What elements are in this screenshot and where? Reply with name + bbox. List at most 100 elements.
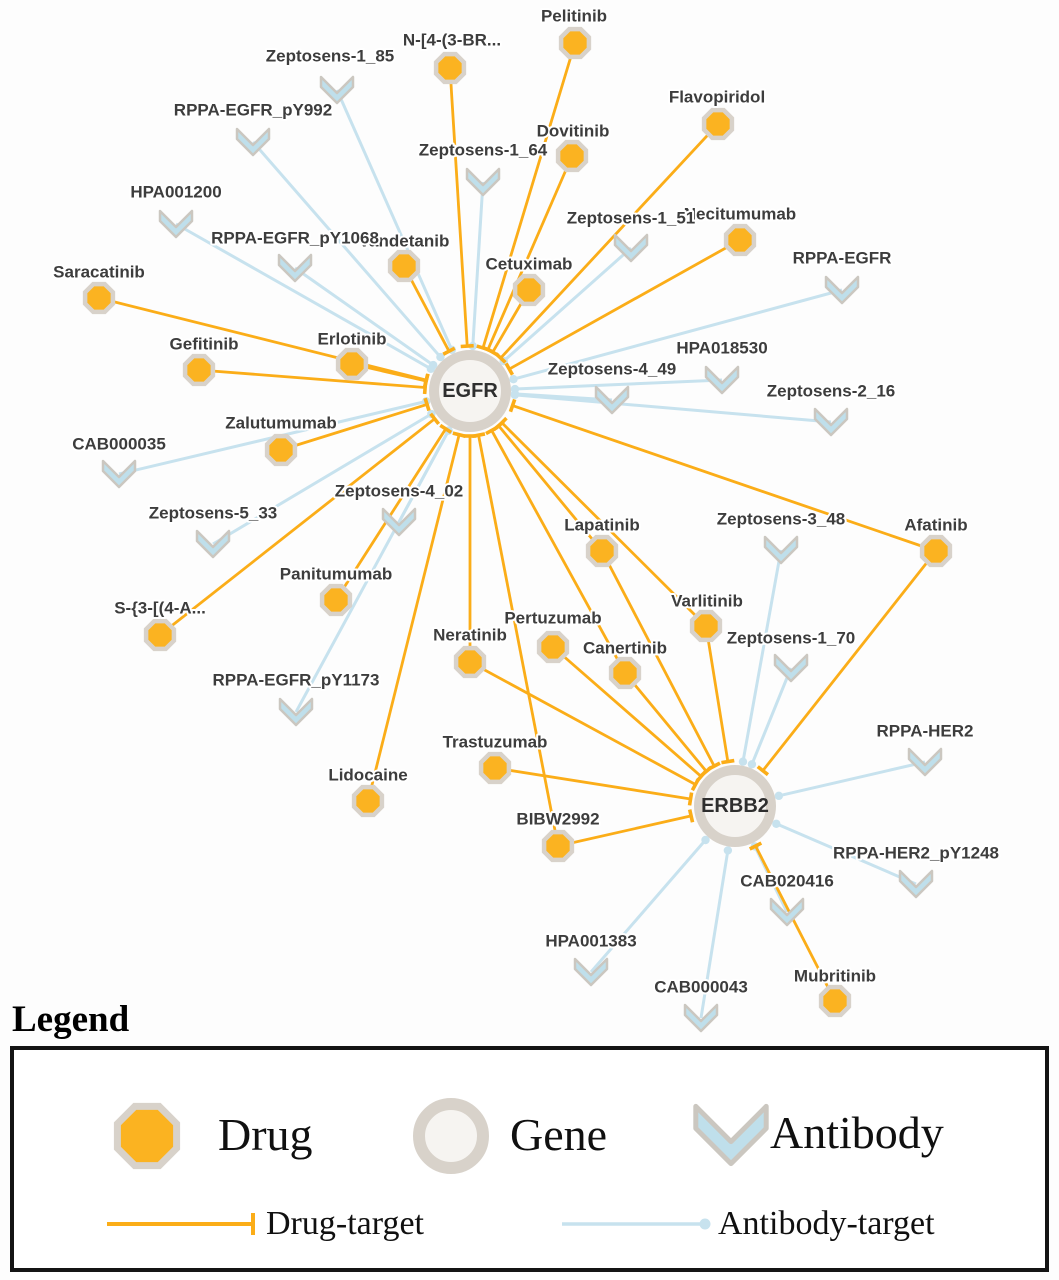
drug-edge-tee-n-4-3-br-egfr <box>460 343 474 349</box>
drug-node-lapatinib[interactable] <box>585 534 619 568</box>
drug-edge-tee-bibw2992-erbb2 <box>687 809 695 823</box>
edge-drug-gefitinib-egfr <box>198 368 426 389</box>
antibody-label-cab000043: CAB000043 <box>654 978 748 997</box>
antibody-node-cab020416[interactable] <box>769 897 805 927</box>
drug-node-trastuzumab[interactable] <box>478 751 512 785</box>
antibody-label-cab000035: CAB000035 <box>72 435 166 454</box>
edge-drug-mubritinib-erbb2 <box>754 845 837 1002</box>
drug-node-mubritinib[interactable] <box>818 984 852 1018</box>
antibody-node-hpa001200[interactable] <box>158 209 194 239</box>
edge-drug-neratinib-erbb2 <box>469 660 697 786</box>
drug-label-dovitinib: Dovitinib <box>537 122 610 141</box>
edge-drug-bibw2992-egfr <box>477 434 560 847</box>
edge-drug-s-3-4-a-egfr <box>159 417 436 637</box>
drug-node-gefitinib[interactable] <box>182 353 216 387</box>
drug-node-flavopiridol[interactable] <box>701 107 735 141</box>
antibody-node-rppa-her2[interactable] <box>907 747 943 777</box>
legend-label-gene: Gene <box>510 1109 608 1160</box>
gene-node-egfr[interactable] <box>429 350 511 432</box>
antibody-label-cab020416: CAB020416 <box>740 872 834 891</box>
drug-edge-tee-panitumumab-egfr <box>439 423 453 434</box>
edge-drug-afatinib-egfr <box>512 404 937 553</box>
edge-antibody-hpa018530-egfr <box>514 378 723 391</box>
drug-node-dovitinib[interactable] <box>555 139 589 173</box>
edge-antibody-zeptosens-1-85-egfr <box>335 89 454 351</box>
antibody-edge-dot-hpa001383-erbb2 <box>701 835 710 845</box>
drug-edge-tee-zalutumumab-egfr <box>423 397 431 412</box>
antibody-node-cab000035[interactable] <box>101 459 137 489</box>
drug-label-zalutumumab: Zalutumumab <box>225 414 336 433</box>
antibody-node-rppa-egfr-py1173[interactable] <box>278 697 314 727</box>
drug-node-erlotinib[interactable] <box>335 347 369 381</box>
drug-edge-tee-lidocaine-egfr <box>452 431 466 438</box>
edge-drug-panitumumab-egfr <box>334 428 447 601</box>
drug-edge-tee-necitumumab-egfr <box>504 362 515 376</box>
antibody-node-zeptosens-5-33[interactable] <box>195 529 231 559</box>
edge-drug-necitumumab-egfr <box>508 238 741 371</box>
antibody-label-zeptosens-1-64: Zeptosens-1_64 <box>419 141 548 160</box>
drug-node-vandetanib[interactable] <box>387 249 421 283</box>
edge-antibody-rppa-egfr-py1068-egfr <box>294 266 435 367</box>
gene-node-erbb2[interactable] <box>694 765 776 847</box>
drug-node-necitumumab[interactable] <box>723 223 757 257</box>
antibody-edge-dot-rppa-egfr-py1068-egfr <box>428 360 438 370</box>
antibody-node-hpa018530[interactable] <box>704 365 740 395</box>
drug-node-canertinib[interactable] <box>608 656 642 690</box>
antibody-label-rppa-egfr: RPPA-EGFR <box>793 249 892 268</box>
drug-label-gefitinib: Gefitinib <box>170 335 239 354</box>
antibody-edge-dot-zeptosens-3-48-erbb2 <box>738 757 748 766</box>
edge-drug-lapatinib-egfr <box>497 424 604 552</box>
antibody-node-rppa-her2-py1248[interactable] <box>898 869 934 899</box>
edge-antibody-zeptosens-3-48-erbb2 <box>741 549 783 762</box>
drug-node-pertuzumab[interactable] <box>536 630 570 664</box>
drug-target-edge-sample <box>107 1213 255 1235</box>
edges-layer <box>98 42 938 1019</box>
antibody-node-zeptosens-4-02[interactable] <box>381 507 417 537</box>
drug-node-varlitinib[interactable] <box>689 609 723 643</box>
antibody-label-hpa001383: HPA001383 <box>545 932 636 951</box>
antibody-node-cab000043[interactable] <box>683 1003 719 1033</box>
edge-antibody-rppa-her2-erbb2 <box>778 760 926 798</box>
drug-node-pelitinib[interactable] <box>558 26 592 60</box>
antibody-label-rppa-egfr-py1068: RPPA-EGFR_pY1068 <box>211 229 379 248</box>
drug-edge-tee-bibw2992-egfr <box>471 432 486 439</box>
edge-drug-pelitinib-egfr <box>481 42 577 349</box>
drug-node-panitumumab[interactable] <box>319 583 353 617</box>
drug-node-afatinib[interactable] <box>919 534 953 568</box>
edge-antibody-hpa001200-egfr <box>175 222 432 371</box>
drug-edge-tee-trastuzumab-erbb2 <box>687 792 694 806</box>
antibody-node-zeptosens-3-48[interactable] <box>763 535 799 565</box>
antibody-node-zeptosens-2-16[interactable] <box>813 407 849 437</box>
drug-node-cetuximab[interactable] <box>512 273 546 307</box>
antibody-node-zeptosens-1-85[interactable] <box>319 75 355 105</box>
drug-edge-tee-erlotinib-egfr <box>422 374 430 388</box>
drug-node-lidocaine[interactable] <box>351 784 385 818</box>
drug-node-zalutumumab[interactable] <box>264 433 298 467</box>
antibody-node-zeptosens-4-49[interactable] <box>594 385 630 415</box>
drug-node-saracatinib[interactable] <box>82 281 116 315</box>
antibody-node-zeptosens-1-64[interactable] <box>465 167 501 197</box>
antibody-label-zeptosens-5-33: Zeptosens-5_33 <box>149 504 278 523</box>
antibody-node-hpa001383[interactable] <box>573 957 609 987</box>
edge-drug-canertinib-erbb2 <box>623 672 708 773</box>
drug-node-neratinib[interactable] <box>453 645 487 679</box>
antibody-edge-dot-rppa-her2-erbb2 <box>774 791 784 801</box>
drug-icon <box>113 1102 181 1170</box>
drug-label-bibw2992: BIBW2992 <box>516 810 599 829</box>
drug-edge-tee-mubritinib-erbb2 <box>748 841 763 851</box>
drug-label-saracatinib: Saracatinib <box>53 263 145 282</box>
antibody-edge-dot-zeptosens-1-70-erbb2 <box>747 760 757 769</box>
antibody-node-rppa-egfr-py992[interactable] <box>235 127 271 157</box>
antibody-node-rppa-egfr[interactable] <box>824 275 860 305</box>
gene-label-erbb2: ERBB2 <box>701 795 769 817</box>
antibody-label-zeptosens-4-49: Zeptosens-4_49 <box>548 360 677 379</box>
antibody-node-zeptosens-1-70[interactable] <box>773 653 809 683</box>
drug-node-bibw2992[interactable] <box>541 829 575 863</box>
drug-node-s-3-4-a[interactable] <box>143 618 177 652</box>
antibody-label-rppa-egfr-py992: RPPA-EGFR_pY992 <box>174 101 332 120</box>
drug-edge-tee-vandetanib-egfr <box>442 346 456 356</box>
antibody-node-rppa-egfr-py1068[interactable] <box>277 253 313 283</box>
drug-node-n-4-3-br[interactable] <box>433 51 467 85</box>
antibody-node-zeptosens-1-51[interactable] <box>613 233 649 263</box>
